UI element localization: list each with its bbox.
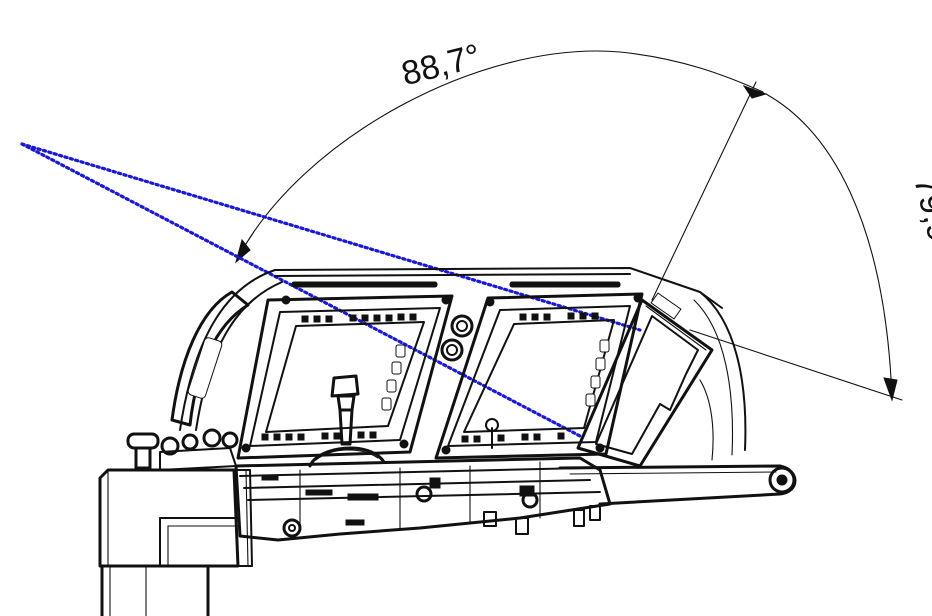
lid-slot-right (509, 281, 621, 288)
front-knob-1 (126, 432, 160, 450)
knob-lower (440, 338, 464, 362)
front-knob-3 (181, 433, 199, 451)
side-angle-arrow-bottom (883, 377, 898, 402)
dimension-side-angle: 79,9° (765, 93, 932, 402)
base-block (98, 468, 253, 616)
upper-angle-arc (237, 50, 764, 259)
extension-line-side (689, 329, 903, 401)
right-display (434, 292, 644, 460)
upper-angle-arrow-left (235, 238, 251, 264)
front-knob-4 (202, 428, 222, 448)
lid-slot-left (291, 281, 438, 288)
side-angle-arc (765, 93, 893, 399)
console-assembly (98, 267, 797, 616)
joystick (308, 374, 386, 468)
mount-hole-front (282, 518, 302, 538)
handle-grip (187, 337, 223, 399)
lower-chassis (234, 456, 612, 542)
front-knob-2 (160, 436, 180, 456)
left-display (236, 294, 454, 460)
right-display-screen (463, 319, 615, 433)
left-display-frame (236, 294, 454, 460)
sight-line-lower (20, 142, 582, 438)
side-handle (170, 290, 250, 427)
sight-line-upper (20, 142, 642, 332)
joystick-shaft (338, 408, 354, 446)
right-display-frame (434, 292, 644, 460)
front-knobs (126, 428, 239, 471)
support-arm-pivot (768, 466, 796, 494)
extension-line-top (651, 81, 757, 301)
joystick-grip-top (330, 374, 360, 398)
left-display-screen (265, 321, 425, 433)
knob-upper (450, 314, 474, 338)
upper-angle-label: 88,7° (398, 37, 485, 93)
joystick-boot (308, 446, 386, 468)
side-angle-label: 79,9° (906, 172, 932, 259)
sight-lines (20, 142, 642, 438)
support-arm (558, 464, 797, 506)
front-knob-5 (221, 431, 239, 449)
upper-angle-arrow-right (742, 85, 768, 99)
toggle-switch (485, 418, 499, 432)
